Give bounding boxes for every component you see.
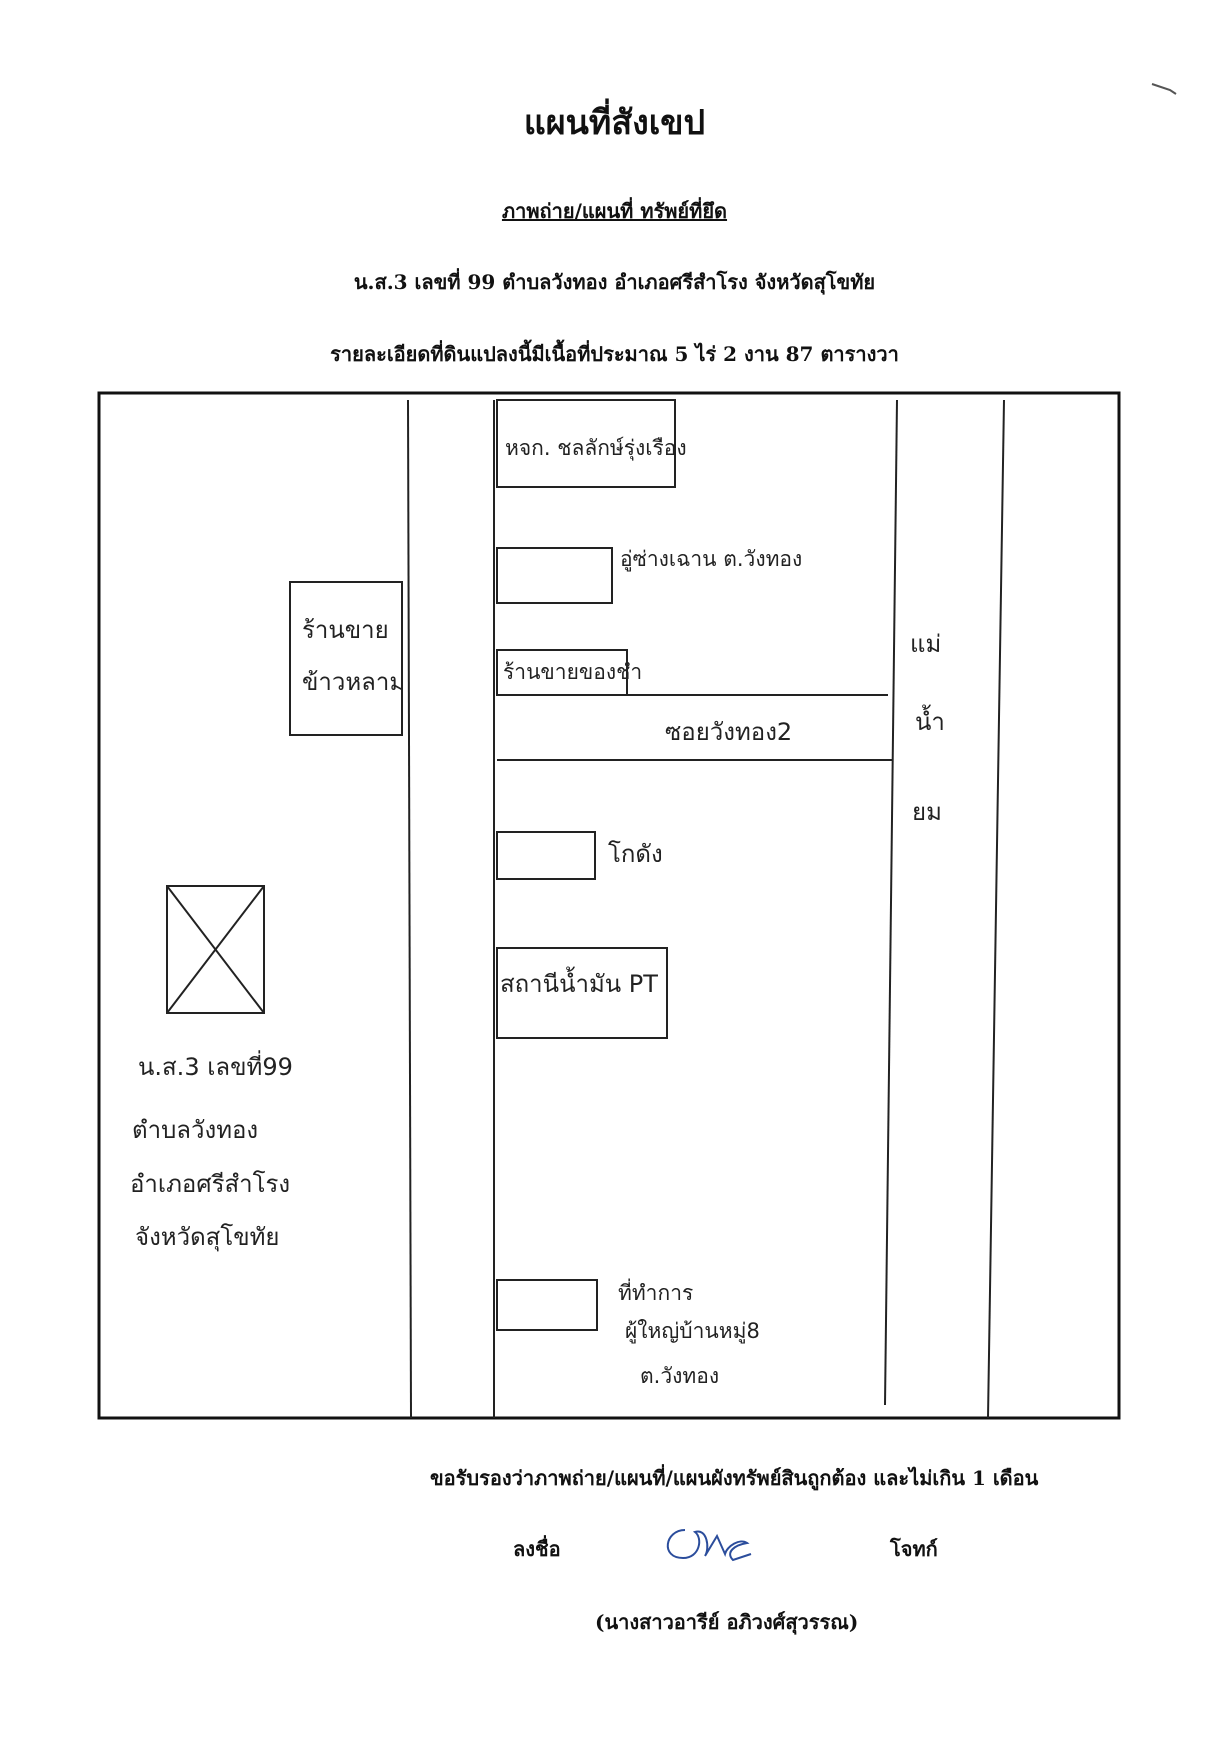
river-label-3: ยม — [912, 798, 942, 826]
river-line-left — [884, 399, 898, 1406]
parcel-label-2: ตำบลวังทอง — [132, 1116, 258, 1144]
sign-label: ลงชื่อ — [513, 1537, 561, 1561]
office-label-1: ที่ทำการ — [618, 1278, 693, 1305]
store-left-label-1: ร้านขาย — [302, 616, 389, 644]
river-label-1: แม่ — [910, 630, 941, 658]
garage-label: อู่ซ่างเฉาน ต.วังทอง — [620, 547, 802, 572]
warehouse-label: โกดัง — [608, 840, 663, 868]
area-info: รายละเอียดที่ดินแปลงนี้มีเนื้อที่ประมาณ … — [330, 342, 899, 366]
signature-image — [666, 1529, 752, 1562]
office-box — [496, 1279, 598, 1331]
signer-name: (นางสาวอารีย์ อภิวงศ์สุวรรณ) — [595, 1610, 859, 1634]
parcel-label-1: น.ส.3 เลขที่99 — [138, 1050, 293, 1081]
river-label-2: น้ำ — [915, 704, 945, 736]
road-line-left — [407, 399, 412, 1419]
parcel-label-3: อำเภอศรีสำโรง — [130, 1170, 290, 1198]
parcel-cross-2 — [166, 885, 265, 1014]
store-left-box — [289, 581, 403, 736]
parcel-box — [166, 885, 265, 1014]
office-label-2: ผู้ใหญ่บ้านหมู่8 — [625, 1319, 760, 1344]
store-right-label: ร้านขายของชำ — [503, 660, 642, 684]
scan-mark — [1151, 83, 1177, 95]
office-label-3: ต.วังทอง — [640, 1364, 719, 1388]
river-line-right — [987, 399, 1005, 1419]
document-title: แผนที่สังเขป — [523, 103, 706, 143]
soi-label: ซอยวังทอง2 — [665, 718, 792, 746]
garage-box — [496, 547, 613, 604]
warehouse-box — [496, 831, 596, 880]
gas-station-box — [496, 947, 668, 1039]
parcel-info: น.ส.3 เลขที่ 99 ตำบลวังทอง อำเภอศรีสำโรง… — [353, 270, 876, 294]
shop-top-box — [496, 399, 676, 488]
parcel-label-4: จังหวัดสุโขทัย — [135, 1223, 280, 1252]
shop-top-label: หจก. ชลลักษ์รุ่งเรือง — [505, 436, 687, 461]
map-frame — [97, 391, 1121, 1420]
store-left-label-2: ข้าวหลาม — [302, 668, 405, 696]
store-right-box — [496, 649, 628, 696]
role-label: โจทก์ — [890, 1537, 938, 1561]
certification-statement: ขอรับรองว่าภาพถ่าย/แผนที่/แผนผังทรัพย์สิ… — [430, 1466, 1039, 1490]
document-subtitle: ภาพถ่าย/แผนที่ ทรัพย์ที่ยึด — [501, 199, 728, 223]
gas-station-label: สถานีน้ำมัน PT — [500, 966, 658, 998]
